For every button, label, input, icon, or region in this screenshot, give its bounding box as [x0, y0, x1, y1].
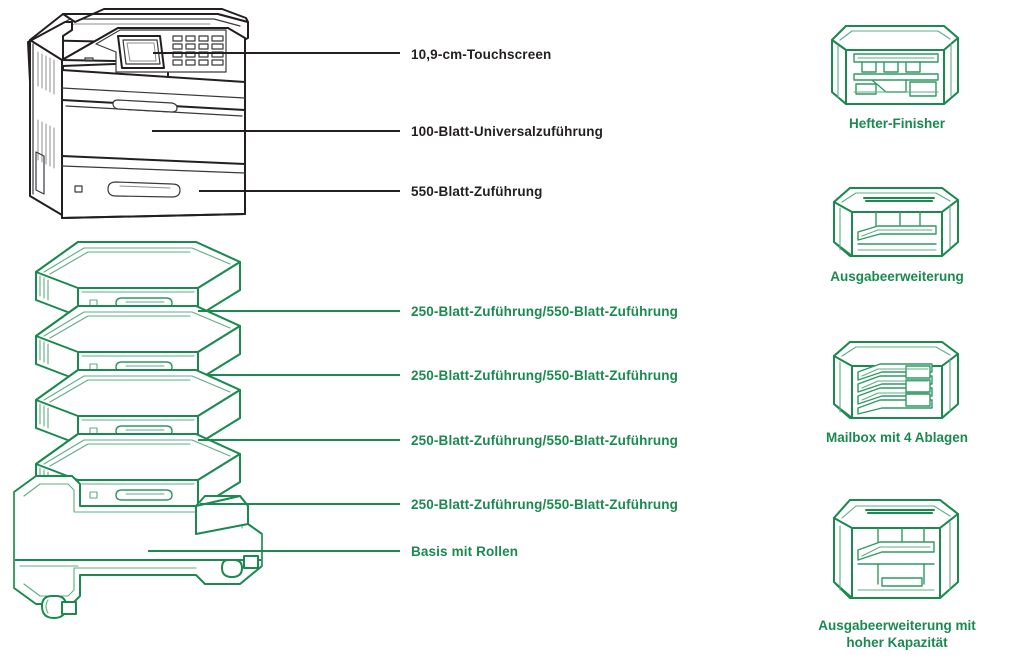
optional-tray-4-illustration [35, 433, 241, 509]
callout-label-optional-tray-2: 250-Blatt-Zuführung/550-Blatt-Zuführung [411, 368, 678, 383]
optional-tray-stack-illustration [35, 241, 241, 509]
mailbox-illustration [833, 341, 959, 419]
callout-leader-lines [148, 52, 400, 552]
output-expander-illustration [833, 187, 959, 257]
optional-tray-1-illustration [35, 241, 241, 317]
accessory-label-high-capacity-output-expander: Ausgabeerweiterung mit hoher Kapazität [818, 618, 976, 650]
optional-tray-3-illustration [35, 369, 241, 445]
callout-label-caster-base: Basis mit Rollen [411, 544, 519, 559]
printer-illustration [27, 8, 249, 219]
callout-label-standard-tray: 550-Blatt-Zuführung [411, 184, 543, 199]
callout-label-optional-tray-3: 250-Blatt-Zuführung/550-Blatt-Zuführung [411, 433, 678, 448]
high-capacity-output-expander-illustration [833, 499, 959, 599]
accessory-label-output-expander: Ausgabeerweiterung [830, 269, 964, 284]
callout-label-optional-tray-1: 250-Blatt-Zuführung/550-Blatt-Zuführung [411, 304, 678, 319]
callout-label-multipurpose-feeder: 100-Blatt-Universalzuführung [411, 124, 604, 139]
accessory-label-mailbox-4-bins: Mailbox mit 4 Ablagen [825, 430, 969, 445]
callout-label-touchscreen: 10,9-cm-Touchscreen [411, 47, 552, 62]
accessory-label-staple-finisher: Hefter-Finisher [848, 116, 946, 131]
staple-finisher-illustration [831, 25, 959, 105]
caster-base-illustration [13, 475, 263, 619]
optional-tray-2-illustration [35, 305, 241, 381]
callout-label-optional-tray-4: 250-Blatt-Zuführung/550-Blatt-Zuführung [411, 497, 678, 512]
